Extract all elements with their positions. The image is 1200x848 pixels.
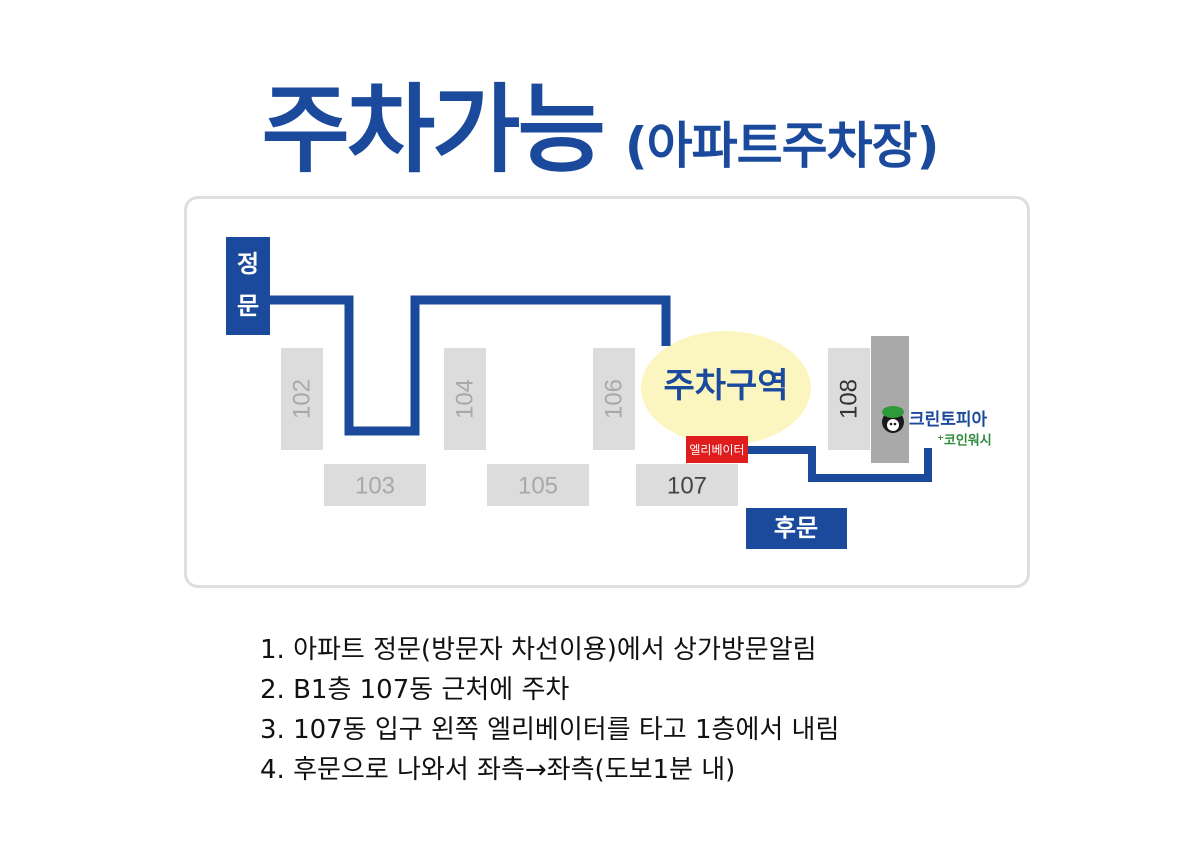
- shop-sub: ⁺코인워시: [937, 433, 992, 449]
- shop-name: 크린토피아: [909, 410, 988, 430]
- building-106: [593, 348, 635, 450]
- instructions-list: 1. 아파트 정문(방문자 차선이용)에서 상가방문알림 2. B1층 107동…: [260, 630, 839, 790]
- building-108-label: 108: [836, 379, 863, 419]
- instruction-item: 4. 후문으로 나와서 좌측→좌측(도보1분 내): [260, 755, 736, 785]
- building-105: [487, 464, 589, 506]
- title-main: 주차가능: [261, 74, 606, 186]
- main-gate: [226, 237, 270, 335]
- exit-route: [748, 446, 932, 482]
- back-gate-label: 후문: [774, 514, 818, 542]
- building-108-annex: [871, 336, 909, 463]
- parking-zone-label: 주차구역: [663, 366, 788, 406]
- elevator-marker: [686, 436, 748, 463]
- building-104: [444, 348, 486, 450]
- building-102: [281, 348, 323, 450]
- building-107-label: 107: [667, 473, 707, 500]
- building-104-label: 104: [452, 379, 479, 419]
- instruction-item: 1. 아파트 정문(방문자 차선이용)에서 상가방문알림: [260, 635, 817, 665]
- elevator-label: 엘리베이터: [689, 443, 744, 457]
- page-title: 주차가능 (아파트주차장): [0, 52, 1200, 191]
- main-gate-label-2: 문: [237, 292, 259, 320]
- back-gate: [746, 508, 847, 549]
- building-103: [324, 464, 426, 506]
- entry-route: [263, 295, 671, 436]
- map-frame: [184, 196, 1030, 588]
- building-103-label: 103: [355, 473, 395, 500]
- main-gate-label-1: 정: [237, 250, 259, 278]
- building-102-label: 102: [289, 379, 316, 419]
- mascot-icon: [882, 406, 904, 433]
- building-105-label: 105: [518, 473, 558, 500]
- instruction-item: 2. B1층 107동 근처에 주차: [260, 675, 570, 705]
- building-108: [828, 348, 870, 450]
- parking-zone: [641, 331, 811, 445]
- building-106-label: 106: [601, 379, 628, 419]
- title-sub: (아파트주차장): [624, 117, 940, 175]
- building-107: [636, 464, 738, 506]
- instruction-item: 3. 107동 입구 왼쪽 엘리베이터를 타고 1층에서 내림: [260, 715, 840, 745]
